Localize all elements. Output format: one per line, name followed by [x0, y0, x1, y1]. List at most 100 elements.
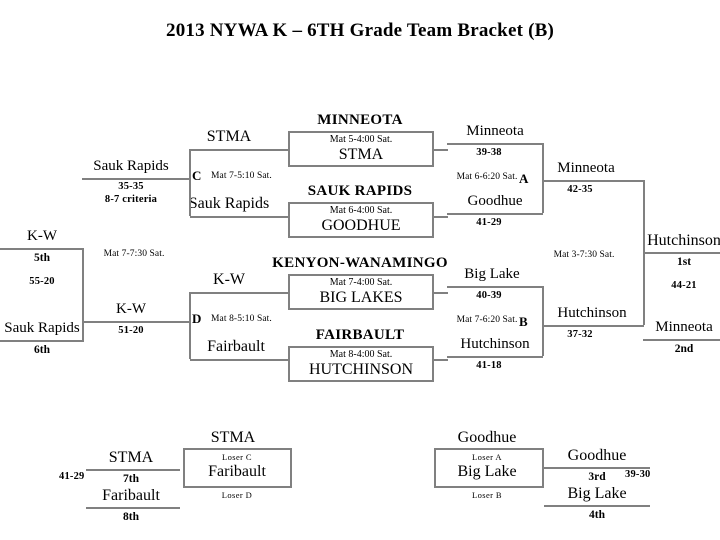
- quarter-top-feed-bottom-line: [190, 216, 288, 218]
- quarter-bottom-feed-bottom-line: [190, 359, 288, 361]
- semi-top-vline: [542, 143, 544, 213]
- semi-bottom-opp: Hutchinson: [460, 336, 530, 352]
- quarter-bottom-feed-top-line: [190, 292, 288, 294]
- cons34-upper-team: Goodhue: [567, 447, 627, 464]
- semi-top-mat: Mat 6-6:20 Sat.: [456, 172, 518, 182]
- cons78-lower-team: Faribault: [102, 487, 160, 504]
- semi-top-in-upper: [434, 149, 448, 151]
- semi-top-opp-score: 41-29: [476, 217, 502, 228]
- quarter-top-mat: Mat 7-5:10 Sat.: [211, 171, 272, 181]
- match-upper2-mat: Mat 7-4:00 Sat.: [329, 277, 393, 288]
- semi-bottom-in-upper: [434, 292, 448, 294]
- match-upper-box: [288, 131, 434, 167]
- cons78-score-left: 41-29: [59, 471, 85, 482]
- cons78-box-bottom-team: Faribault: [208, 463, 266, 480]
- quarter-bottom-vline: [189, 292, 191, 359]
- round2-lower-score: 51-20: [118, 325, 144, 336]
- cons78-box: [183, 448, 292, 488]
- cons34-box-top-src: Loser A: [472, 452, 502, 462]
- quarter-top-vline: [189, 149, 191, 216]
- entry-bottom-line: [0, 340, 84, 342]
- match-lower-mat: Mat 6-4:00 Sat.: [329, 205, 393, 216]
- quarter-bottom-feed-bottom: Fairbault: [207, 338, 265, 355]
- match-lower2-box: [288, 346, 434, 382]
- champion-team: Hutchinson: [647, 232, 720, 249]
- champion-place: 1st: [676, 256, 692, 268]
- cons78-box-top-team: STMA: [210, 429, 256, 446]
- match-upper2-seed: KENYON-WANAMINGO: [272, 255, 448, 271]
- final-bottom-line: [542, 325, 644, 327]
- match-upper-mat: Mat 5-4:00 Sat.: [329, 134, 393, 145]
- cons34-lower-line: [544, 505, 650, 507]
- quarter-bottom-mat: Mat 8-5:10 Sat.: [211, 314, 272, 324]
- match-lower-seed: SAUK RAPIDS: [307, 183, 413, 199]
- quarter-top-feed-bottom: Sauk Rapids: [188, 195, 270, 212]
- match-upper2-box: [288, 274, 434, 310]
- cons34-box-bottom-team: Big Lake: [457, 463, 517, 480]
- semi-top-letter: A: [519, 171, 529, 186]
- semi-bottom-vline: [542, 286, 544, 356]
- cons34-score-right: 39-30: [625, 469, 651, 480]
- entry-bottom-place: 6th: [34, 344, 50, 356]
- entry-top-line: [0, 248, 84, 250]
- match-lower2-mat: Mat 8-4:00 Sat.: [329, 349, 393, 360]
- semi-bottom-letter: B: [519, 314, 528, 329]
- match-upper-opponent: STMA: [338, 146, 384, 163]
- round2-upper-line: [82, 178, 190, 180]
- final-top-score: 42-35: [567, 184, 593, 195]
- entry-bottom-team: Sauk Rapids: [4, 320, 80, 336]
- match-lower-box: [288, 202, 434, 238]
- cons78-upper-team: STMA: [108, 449, 154, 466]
- runnerup-line: [643, 339, 720, 341]
- cons34-box-bottom-src: Loser B: [472, 490, 502, 500]
- semi-top-in-lower: [434, 216, 448, 218]
- final-mat: Mat 3-7:30 Sat.: [553, 250, 615, 260]
- semi-bottom-team-score: 40-39: [476, 290, 502, 301]
- round2-lower-winner: K-W: [116, 301, 146, 317]
- cons78-lower-line: [86, 507, 180, 509]
- cons78-lower-place: 8th: [123, 511, 139, 523]
- semi-bottom-mat: Mat 7-6:20 Sat.: [456, 315, 518, 325]
- semi-top-team: Minneota: [466, 123, 524, 139]
- page-title: 2013 NYWA K – 6TH Grade Team Bracket (B): [166, 20, 554, 41]
- cons34-upper-line: [544, 467, 650, 469]
- quarter-top-feed-top-line: [190, 149, 288, 151]
- quarter-top-letter: C: [192, 168, 202, 183]
- final-top-team: Minneota: [557, 160, 615, 176]
- entry-top-place: 5th: [34, 252, 50, 264]
- runnerup-place: 2nd: [674, 343, 694, 355]
- champion-score: 44-21: [671, 280, 697, 291]
- cons78-box-top-src: Loser C: [222, 452, 252, 462]
- match-lower2-seed: FAIRBAULT: [315, 327, 405, 343]
- cons78-upper-line: [86, 469, 180, 471]
- semi-bottom-team-a: Goodhue: [467, 193, 523, 209]
- match-lower2-opponent: HUTCHINSON: [309, 361, 413, 378]
- entry-top-team: K-W: [27, 228, 57, 244]
- quarter-top-feed-top: STMA: [206, 128, 252, 145]
- semi-top-team-score: 39-38: [476, 147, 502, 158]
- semi-bottom-opp-line: [447, 356, 543, 358]
- runnerup-team: Minneota: [655, 319, 713, 335]
- semi-bottom-in-lower: [434, 359, 448, 361]
- match-upper-seed: MINNEOTA: [317, 112, 403, 128]
- round2-upper-criteria: 8-7 criteria: [104, 194, 158, 205]
- semi-top-opp-line: [447, 213, 543, 215]
- round2-upper-score: 35-35: [118, 181, 144, 192]
- entry-top-score: 55-20: [29, 276, 55, 287]
- semi-bottom-team: Big Lake: [464, 266, 520, 282]
- cons78-upper-place: 7th: [123, 473, 139, 485]
- champion-line: [643, 252, 720, 254]
- cons34-box: [434, 448, 544, 488]
- cons78-box-bottom-src: Loser D: [221, 490, 253, 500]
- round2-upper-winner: Sauk Rapids: [93, 158, 169, 174]
- cons34-lower-team: Big Lake: [567, 485, 627, 502]
- semi-bottom-team-line: [447, 286, 543, 288]
- final-bottom-score: 37-32: [567, 329, 593, 340]
- cons34-box-top-team: Goodhue: [457, 429, 517, 446]
- round2-lower-line: [82, 321, 190, 323]
- cons34-lower-place: 4th: [589, 509, 605, 521]
- semi-bottom-opp-score: 41-18: [476, 360, 502, 371]
- round2-mat: Mat 7-7:30 Sat.: [103, 249, 165, 259]
- match-upper2-opponent: BIG LAKES: [319, 289, 403, 306]
